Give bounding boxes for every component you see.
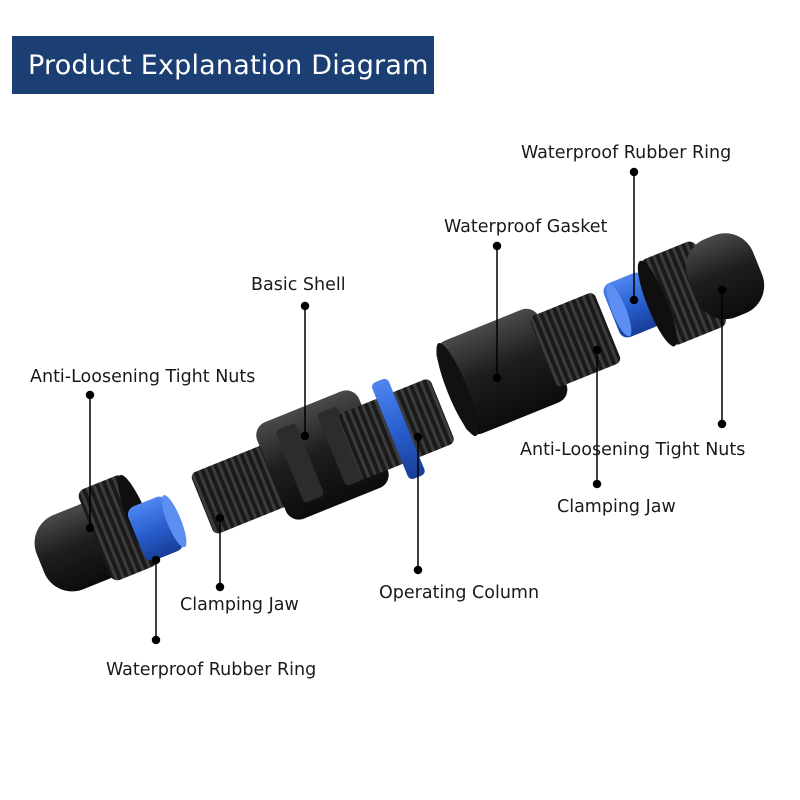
leader-dot	[592, 479, 602, 489]
operating-column-part	[338, 378, 454, 479]
label-operating-column: Operating Column	[379, 583, 540, 603]
leader-lines	[85, 167, 727, 645]
label-waterproof-rubber-ring-right: Waterproof Rubber Ring	[521, 143, 732, 163]
leader-dot	[629, 167, 639, 177]
leader-dot	[151, 555, 161, 565]
right-dome-nut	[637, 233, 765, 347]
label-anti-loosening-left: Anti-Loosening Tight Nuts	[30, 367, 256, 387]
leader-dot	[151, 635, 161, 645]
leader-dot	[85, 390, 95, 400]
leader-dot	[492, 241, 502, 251]
leader-dot	[592, 345, 602, 355]
label-clamping-jaw-left: Clamping Jaw	[180, 595, 299, 615]
leader-dot	[215, 582, 225, 592]
leader-dot	[717, 285, 727, 295]
leader-dot	[629, 295, 639, 305]
leader-dot	[413, 565, 423, 575]
label-waterproof-rubber-ring-left: Waterproof Rubber Ring	[106, 660, 317, 680]
label-waterproof-gasket: Waterproof Gasket	[444, 217, 608, 237]
leader-dot	[300, 301, 310, 311]
leader-dot	[717, 419, 727, 429]
label-clamping-jaw-right: Clamping Jaw	[557, 497, 676, 517]
label-basic-shell: Basic Shell	[251, 275, 346, 295]
page-title: Product Explanation Diagram	[12, 36, 434, 94]
label-anti-loosening-right: Anti-Loosening Tight Nuts	[520, 440, 746, 460]
leader-dot	[300, 431, 310, 441]
leader-dot	[215, 513, 225, 523]
leader-dot	[85, 523, 95, 533]
leader-dot	[492, 373, 502, 383]
leader-dot	[413, 432, 423, 442]
left-rubber-ring	[127, 495, 187, 561]
